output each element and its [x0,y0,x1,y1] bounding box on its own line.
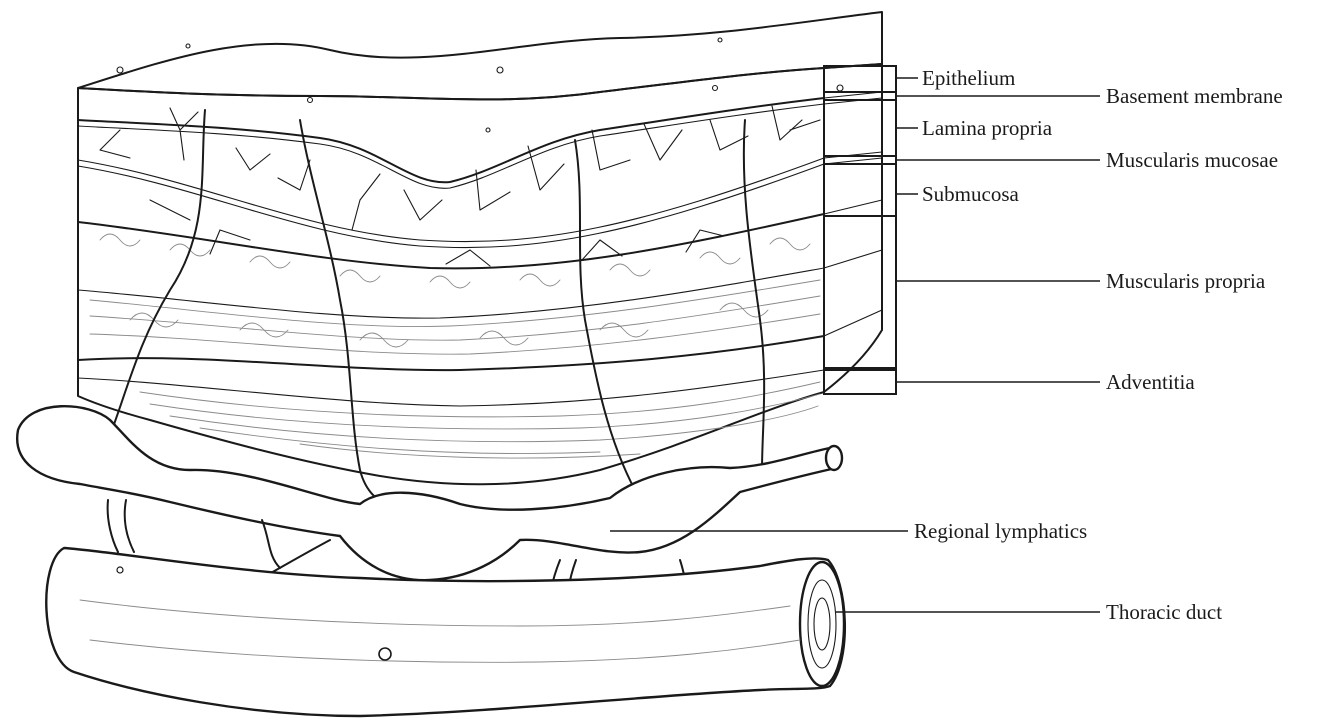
muscularis-propria-outer [78,336,824,370]
block-front-face [78,68,824,484]
label-adventitia: Adventitia [1106,370,1195,394]
capillary-network [100,106,820,266]
block-top-surface [78,12,882,99]
muscularis-propria-inner [78,268,824,318]
layer-brackets [824,66,896,394]
muscle-coil-pattern [100,234,810,347]
epithelium-boundary [78,98,824,182]
muscularis-propria-bracket [824,216,896,368]
duct-surface-spot-small [117,567,123,573]
lymph-branch-2 [262,520,280,568]
basement-membrane-bracket [824,92,896,100]
lymphatic-channel-1 [112,110,205,430]
duct-surface-spot [379,648,391,660]
lymphatic-channel-3 [575,140,636,492]
basement-membrane-line [78,104,824,188]
label-muscularis-mucosae: Muscularis mucosae [1106,148,1278,172]
epithelium-bracket [824,66,896,92]
thoracic-duct-opening [800,562,844,686]
muscularis-mucosae-line-2 [78,164,824,248]
label-thoracic-duct: Thoracic duct [1106,600,1222,624]
submucosa-bracket [824,164,896,216]
label-regional-lymphatics: Regional lymphatics [914,519,1087,543]
tissue-block [78,12,882,508]
label-muscularis-propria: Muscularis propria [1106,269,1266,293]
muscularis-mucosae-line-1 [78,158,824,242]
adventitia-fibers [140,382,820,458]
lymphatic-vessel-upper [17,406,836,580]
label-epithelium: Epithelium [922,66,1015,90]
lamina-propria-bracket [824,100,896,156]
lymph-branch-1 [108,500,134,552]
adventitia-bracket [824,370,896,394]
label-submucosa: Submucosa [922,182,1020,206]
labels: Epithelium Basement membrane Lamina prop… [914,66,1283,624]
label-lamina-propria: Lamina propria [922,116,1053,140]
label-basement-membrane: Basement membrane [1106,84,1283,108]
adventitia-boundary [78,370,824,406]
vessel-end-opening [826,446,842,470]
muscularis-mucosae-bracket [824,156,896,164]
